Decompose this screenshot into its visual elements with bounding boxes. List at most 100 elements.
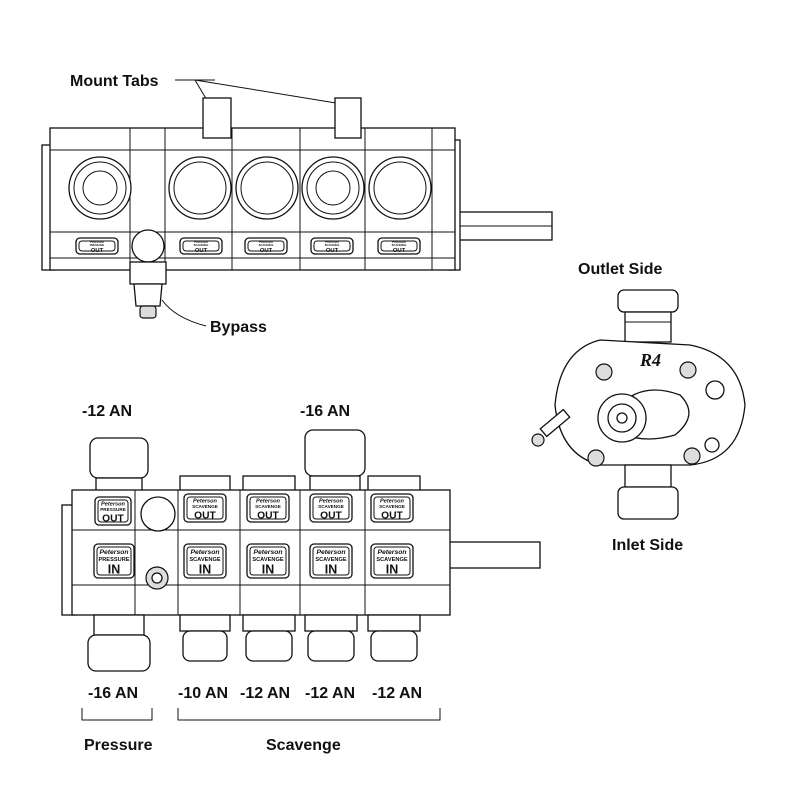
badge-direction-text: OUT <box>260 248 273 254</box>
fitting-size-label: -16 AN <box>88 685 138 702</box>
mount-tab <box>202 97 232 139</box>
r4-logo: R4 <box>639 350 661 370</box>
port-boss <box>368 156 432 220</box>
peterson-logo: Peterson <box>377 549 406 556</box>
outlet-side-label: Outlet Side <box>578 261 663 278</box>
badge-type-text: PRESSURE <box>98 557 129 563</box>
bolt <box>595 363 613 381</box>
peterson-logo: Peterson <box>194 240 208 244</box>
mount-tabs-label: Mount Tabs <box>70 73 159 90</box>
bypass-label: Bypass <box>210 319 267 336</box>
leader-line <box>194 79 343 105</box>
fitting-size-label: -10 AN <box>178 685 228 702</box>
badge-type-text: SCAVENGE <box>318 504 344 509</box>
fitting-pressure-out <box>89 437 149 493</box>
peterson-logo: Peterson <box>259 240 273 244</box>
fitting-size-label: -12 AN <box>372 685 422 702</box>
badge-direction-text: OUT <box>102 513 124 524</box>
pump-side-view: Outlet Side R4 Inlet Side <box>531 261 746 554</box>
badge-type-text: SCAVENGE <box>325 243 340 247</box>
drive-shaft <box>444 541 541 569</box>
peterson-logo: Peterson <box>101 501 126 507</box>
peterson-logo: Peterson <box>190 549 219 556</box>
badge-direction-text: IN <box>262 562 274 576</box>
bolt <box>587 449 605 467</box>
pressure-adjuster <box>140 496 176 532</box>
badge-direction-text: OUT <box>257 510 279 521</box>
bolt <box>679 361 697 379</box>
peterson-logo: Peterson <box>253 549 282 556</box>
badge-type-text: SCAVENGE <box>379 504 405 509</box>
bypass-fitting <box>145 566 169 590</box>
badge-type-text: SCAVENGE <box>252 557 284 563</box>
badge-direction-text: OUT <box>326 248 339 254</box>
inlet-fitting <box>617 464 679 520</box>
peterson-logo: Peterson <box>256 498 281 504</box>
pressure-bracket <box>81 708 153 721</box>
badge-type-text: SCAVENGE <box>315 557 347 563</box>
badge-direction-text: IN <box>386 562 398 576</box>
fitting-scavenge-in <box>242 614 296 662</box>
pump-front-view: -12 AN -16 AN PetersonPRESSUREOUTPeterso… <box>61 403 541 754</box>
fitting-label-scavenge-out: -16 AN <box>300 403 350 420</box>
badge-type-text: SCAVENGE <box>259 243 274 247</box>
port-boss <box>301 156 365 220</box>
fitting-pressure-in <box>87 614 151 672</box>
peterson-logo: Peterson <box>90 240 104 244</box>
badge-direction-text: OUT <box>381 510 403 521</box>
port-boss <box>68 156 132 220</box>
peterson-logo: Peterson <box>380 498 405 504</box>
fitting-label-pressure-out: -12 AN <box>82 403 132 420</box>
badge-direction-text: IN <box>108 562 120 576</box>
badge-direction-text: IN <box>325 562 337 576</box>
badge-type-text: SCAVENGE <box>192 504 218 509</box>
inlet-side-label: Inlet Side <box>612 537 683 554</box>
peterson-logo: Peterson <box>392 240 406 244</box>
fitting-size-label: -12 AN <box>305 685 355 702</box>
badge-direction-text: OUT <box>91 248 104 254</box>
fitting-scavenge-in <box>367 614 421 662</box>
peterson-logo: Peterson <box>99 549 128 556</box>
badge-direction-text: OUT <box>320 510 342 521</box>
fitting-scavenge-in <box>179 614 231 662</box>
port-boss <box>235 156 299 220</box>
badge-direction-text: OUT <box>194 510 216 521</box>
badge-type-text: SCAVENGE <box>392 243 407 247</box>
fitting-size-label: -12 AN <box>240 685 290 702</box>
pump-top-view: Mount Tabs PetersonPRESSUREOUTPetersonSC… <box>41 73 553 336</box>
peterson-logo: Peterson <box>325 240 339 244</box>
badge-type-text: SCAVENGE <box>194 243 209 247</box>
badge-direction-text: OUT <box>393 248 406 254</box>
pressure-adjuster <box>131 229 165 263</box>
peterson-logo: Peterson <box>193 498 218 504</box>
peterson-logo: Peterson <box>319 498 344 504</box>
bypass-valve <box>129 261 167 319</box>
badge-type-text: PRESSURE <box>100 507 126 512</box>
badge-direction-text: IN <box>199 562 211 576</box>
badge-direction-text: OUT <box>195 248 208 254</box>
badge-type-text: SCAVENGE <box>376 557 408 563</box>
scavenge-bracket <box>177 708 441 721</box>
fitting-scavenge-in <box>304 614 358 662</box>
outlet-fitting <box>617 289 679 343</box>
scavenge-label: Scavenge <box>266 737 341 754</box>
pressure-label: Pressure <box>84 737 153 754</box>
mount-tab <box>334 97 362 139</box>
peterson-logo: Peterson <box>316 549 345 556</box>
fitting-16an-out <box>304 429 366 493</box>
